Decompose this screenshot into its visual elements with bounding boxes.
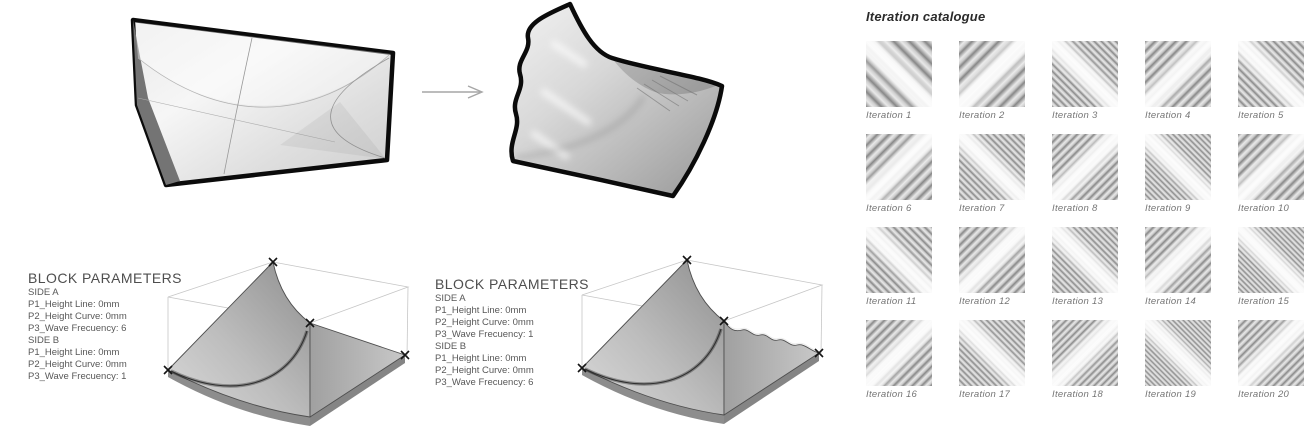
iteration-label: Iteration 5 xyxy=(1238,110,1284,121)
iteration-cell: Iteration 9 xyxy=(1145,134,1211,214)
iteration-label: Iteration 19 xyxy=(1145,389,1197,400)
iteration-thumbnail xyxy=(1052,134,1118,200)
iteration-label: Iteration 1 xyxy=(866,110,912,121)
iteration-cell: Iteration 1 xyxy=(866,41,932,121)
iteration-cell: Iteration 4 xyxy=(1145,41,1211,121)
iteration-cell: Iteration 6 xyxy=(866,134,932,214)
iteration-cell: Iteration 11 xyxy=(866,227,932,307)
param-line: P1_Height Line: 0mm xyxy=(435,353,527,364)
block-render-1 xyxy=(163,257,410,426)
iteration-label: Iteration 9 xyxy=(1145,203,1191,214)
iteration-cell: Iteration 10 xyxy=(1238,134,1304,214)
iteration-thumbnail xyxy=(959,227,1025,293)
iteration-cell: Iteration 12 xyxy=(959,227,1025,307)
iteration-label: Iteration 16 xyxy=(866,389,918,400)
param-line: P2_Height Curve: 0mm xyxy=(28,359,127,370)
iteration-grid: Iteration 1 Iteration 2 Iteration 3 Iterati… xyxy=(866,41,1306,400)
param-line: P3_Wave Frecuency: 1 xyxy=(28,371,127,382)
iteration-cell: Iteration 20 xyxy=(1238,320,1304,400)
iteration-thumbnail xyxy=(1145,227,1211,293)
iteration-label: Iteration 6 xyxy=(866,203,912,214)
iteration-thumbnail xyxy=(959,134,1025,200)
iteration-thumbnail xyxy=(1238,320,1304,386)
side-label: SIDE B xyxy=(435,341,467,352)
transform-arrow-icon xyxy=(422,85,484,99)
param-line: P2_Height Curve: 0mm xyxy=(435,365,534,376)
iteration-thumbnail xyxy=(866,134,932,200)
iteration-label: Iteration 14 xyxy=(1145,296,1197,307)
iteration-thumbnail xyxy=(1052,41,1118,107)
iteration-label: Iteration 2 xyxy=(959,110,1005,121)
iteration-thumbnail xyxy=(1052,320,1118,386)
block-before-image xyxy=(130,17,396,188)
transformation-diagram xyxy=(0,0,860,230)
iteration-cell: Iteration 16 xyxy=(866,320,932,400)
iteration-thumbnail xyxy=(959,41,1025,107)
iteration-thumbnail xyxy=(1145,320,1211,386)
block-parameters-panel: BLOCK PARAMETERS SIDE A P1_Height Line: … xyxy=(28,270,182,383)
param-line: P1_Height Line: 0mm xyxy=(28,347,120,358)
iteration-label: Iteration 4 xyxy=(1145,110,1191,121)
iteration-thumbnail xyxy=(866,41,932,107)
param-line: P3_Wave Frecuency: 6 xyxy=(28,323,127,334)
iteration-label: Iteration 11 xyxy=(866,296,917,307)
block-parameters-title: BLOCK PARAMETERS xyxy=(28,270,182,286)
iteration-cell: Iteration 19 xyxy=(1145,320,1211,400)
iteration-label: Iteration 18 xyxy=(1052,389,1104,400)
param-line: P3_Wave Frecuency: 6 xyxy=(435,377,534,388)
param-line: P1_Height Line: 0mm xyxy=(28,299,120,310)
iteration-label: Iteration 12 xyxy=(959,296,1011,307)
param-line: P2_Height Curve: 0mm xyxy=(435,317,534,328)
iteration-thumbnail xyxy=(1052,227,1118,293)
iteration-thumbnail xyxy=(1145,41,1211,107)
iteration-label: Iteration 3 xyxy=(1052,110,1098,121)
iteration-cell: Iteration 13 xyxy=(1052,227,1118,307)
iteration-cell: Iteration 7 xyxy=(959,134,1025,214)
iteration-cell: Iteration 2 xyxy=(959,41,1025,121)
iteration-thumbnail xyxy=(866,320,932,386)
iteration-label: Iteration 8 xyxy=(1052,203,1098,214)
iteration-label: Iteration 10 xyxy=(1238,203,1290,214)
param-line: P1_Height Line: 0mm xyxy=(435,305,527,316)
corner-markers xyxy=(577,255,824,373)
block-parameters-title: BLOCK PARAMETERS xyxy=(435,276,589,292)
iteration-cell: Iteration 18 xyxy=(1052,320,1118,400)
catalogue-title: Iteration catalogue xyxy=(866,9,986,24)
param-line: P3_Wave Frecuency: 1 xyxy=(435,329,534,340)
iteration-thumbnail xyxy=(959,320,1025,386)
iteration-cell: Iteration 14 xyxy=(1145,227,1211,307)
block-after-image xyxy=(509,1,725,199)
iteration-thumbnail xyxy=(1238,41,1304,107)
side-label: SIDE A xyxy=(28,287,59,298)
side-label: SIDE B xyxy=(28,335,60,346)
iteration-thumbnail xyxy=(1238,134,1304,200)
iteration-thumbnail xyxy=(1145,134,1211,200)
iteration-cell: Iteration 8 xyxy=(1052,134,1118,214)
iteration-thumbnail xyxy=(866,227,932,293)
iteration-cell: Iteration 3 xyxy=(1052,41,1118,121)
iteration-label: Iteration 13 xyxy=(1052,296,1104,307)
corner-markers xyxy=(163,257,410,375)
iteration-cell: Iteration 17 xyxy=(959,320,1025,400)
block-render-2 xyxy=(577,255,824,424)
iteration-label: Iteration 20 xyxy=(1238,389,1290,400)
side-label: SIDE A xyxy=(435,293,466,304)
param-line: P2_Height Curve: 0mm xyxy=(28,311,127,322)
block-parameters-panel: BLOCK PARAMETERS SIDE A P1_Height Line: … xyxy=(435,276,589,389)
iteration-label: Iteration 7 xyxy=(959,203,1005,214)
iteration-cell: Iteration 5 xyxy=(1238,41,1304,121)
iteration-label: Iteration 15 xyxy=(1238,296,1290,307)
iteration-thumbnail xyxy=(1238,227,1304,293)
iteration-label: Iteration 17 xyxy=(959,389,1011,400)
iteration-cell: Iteration 15 xyxy=(1238,227,1304,307)
